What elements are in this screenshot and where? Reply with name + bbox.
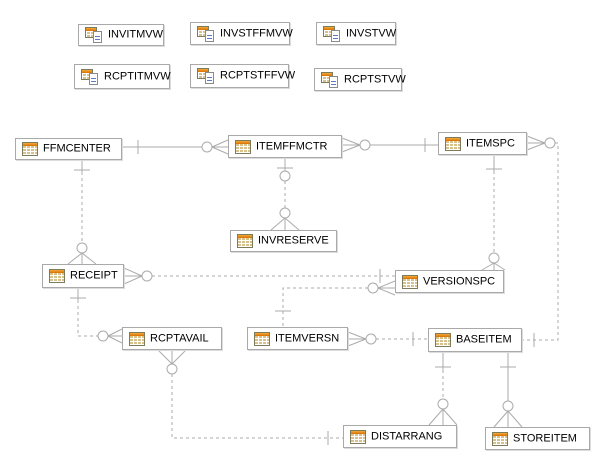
view-icon	[321, 71, 339, 88]
view-invstvw[interactable]: INVSTVW	[316, 22, 396, 45]
rel-itemspc-itemffmctr[interactable]	[341, 137, 438, 153]
rel-ffmcenter-itemffmctr[interactable]	[122, 139, 229, 155]
view-label: RCPTITMVW	[104, 70, 171, 82]
table-icon	[350, 429, 366, 444]
entity-receipt[interactable]: RECEIPT	[42, 264, 124, 288]
entity-label: BASEITEM	[456, 333, 512, 346]
rel-ffmcenter-receipt[interactable]	[67, 160, 97, 265]
rel-baseitem-storeitem[interactable]	[493, 352, 523, 428]
view-label: RCPTSTFFVW	[220, 69, 296, 82]
view-label: INVSTFFMVW	[220, 27, 293, 39]
entity-ffmcenter[interactable]: FFMCENTER	[15, 138, 122, 160]
view-label: INVSTVW	[346, 27, 397, 39]
entity-itemspc[interactable]: ITEMSPC	[438, 132, 527, 155]
entity-label: VERSIONSPC	[423, 275, 496, 287]
entity-itemversn[interactable]: ITEMVERSN	[247, 327, 348, 350]
view-label: RCPTSTVW	[344, 73, 406, 85]
view-icon	[197, 68, 215, 84]
rel-baseitem-itemspc[interactable]	[522, 135, 559, 347]
entity-distarrang[interactable]: DISTARRANG	[343, 425, 457, 448]
view-invitmvw[interactable]: INVITMVW	[78, 24, 164, 46]
rel-baseitem-itemversn[interactable]	[347, 331, 428, 347]
table-icon	[237, 234, 253, 248]
view-rcptitmvw[interactable]: RCPTITMVW	[74, 64, 171, 89]
table-icon	[22, 142, 38, 156]
entity-rcptavail[interactable]: RCPTAVAIL	[122, 327, 222, 350]
view-icon	[81, 68, 99, 85]
entity-label: RCPTAVAIL	[150, 332, 209, 344]
table-icon	[402, 274, 418, 289]
entity-invreserve[interactable]: INVRESERVE	[230, 230, 337, 252]
entity-storeitem[interactable]: STOREITEM	[485, 427, 590, 450]
table-icon	[49, 269, 65, 283]
table-icon	[129, 331, 145, 346]
table-icon	[435, 333, 451, 347]
view-invstffmvw[interactable]: INVSTFFMVW	[190, 22, 293, 45]
view-icon	[85, 27, 103, 43]
view-label: INVITMVW	[108, 28, 163, 41]
view-rcptstffvw[interactable]: RCPTSTFFVW	[190, 64, 295, 88]
table-icon	[445, 136, 461, 151]
entity-label: RECEIPT	[70, 269, 118, 282]
table-icon	[254, 331, 270, 346]
entity-itemffmctr[interactable]: ITEMFFMCTR	[228, 135, 342, 158]
rel-itemffmctr-invreserve[interactable]	[270, 158, 300, 231]
entity-label: ITEMFFMCTR	[256, 140, 328, 152]
view-rcptstvw[interactable]: RCPTSTVW	[314, 68, 406, 91]
entity-label: DISTARRANG	[371, 430, 443, 442]
entity-versionspc[interactable]: VERSIONSPC	[395, 270, 504, 293]
rel-versionspc-receipt[interactable]	[123, 267, 395, 285]
table-icon	[492, 431, 508, 446]
rel-itemversn-versionspc[interactable]	[275, 280, 396, 327]
rel-distarrang-rcptavail[interactable]	[157, 349, 343, 445]
entity-baseitem[interactable]: BASEITEM	[428, 328, 522, 352]
entity-label: INVRESERVE	[258, 234, 329, 247]
rel-itemspc-versionspc[interactable]	[481, 155, 506, 271]
entity-label: FFMCENTER	[43, 142, 111, 155]
entity-label: ITEMSPC	[466, 137, 515, 149]
entity-label: ITEMVERSN	[275, 332, 340, 344]
view-icon	[197, 25, 215, 42]
view-icon	[323, 25, 341, 42]
table-icon	[235, 139, 251, 154]
entity-label: STOREITEM	[513, 432, 577, 444]
rel-baseitem-distarrang[interactable]	[428, 352, 458, 426]
rel-receipt-rcptavail[interactable]	[70, 288, 123, 344]
